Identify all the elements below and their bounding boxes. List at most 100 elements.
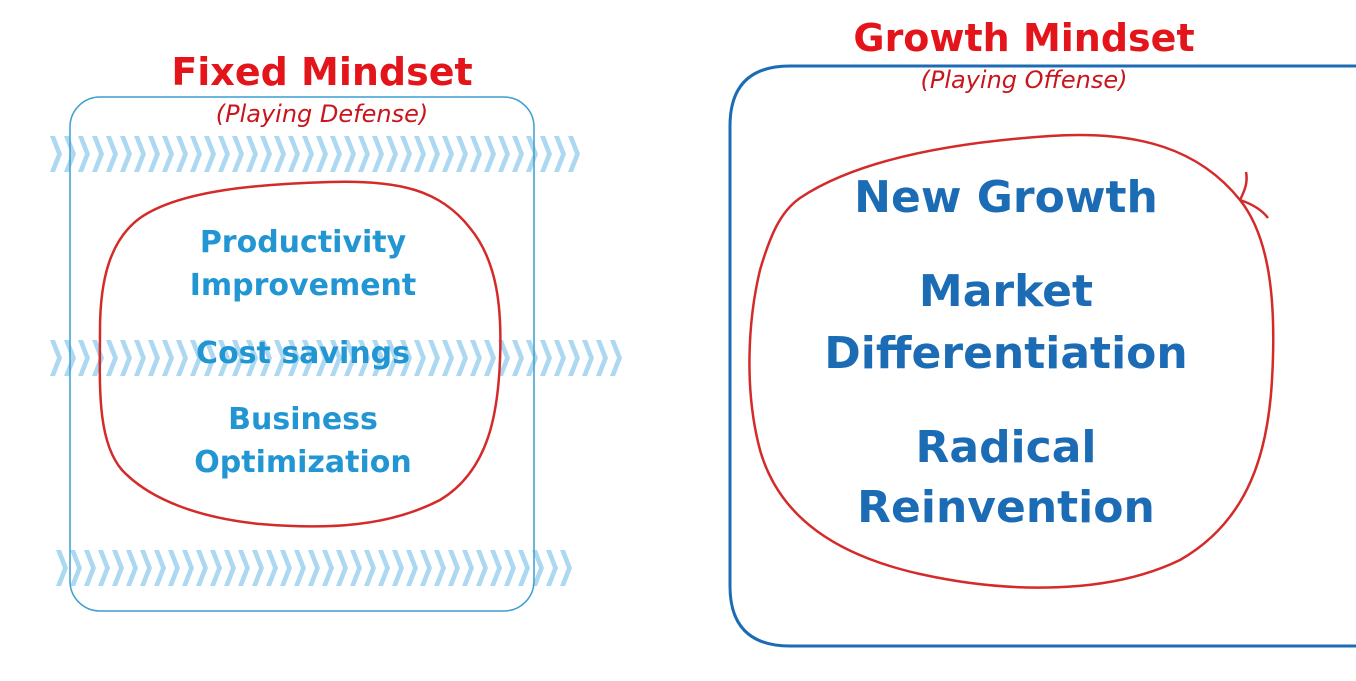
chevron-icon [176,136,188,172]
chevron-icon [224,550,236,586]
fixed-mindset-circle [98,180,502,528]
chevron-icon [386,340,398,376]
item-new-growth: New Growth [854,172,1158,223]
chevron-icon [50,340,62,376]
chevron-arrows-middle [50,340,622,376]
chevron-arrows-top [50,136,580,172]
chevron-icon [456,136,468,172]
chevron-icon [330,136,342,172]
chevron-icon [336,550,348,586]
chevron-icon [274,340,286,376]
chevron-icon [350,550,362,586]
growth-mindset-circle [748,133,1275,589]
chevron-icon [56,550,68,586]
chevron-icon [596,340,608,376]
chevron-icon [364,550,376,586]
item-market: Market [918,266,1094,317]
chevron-icon [316,340,328,376]
chevron-icon [582,340,594,376]
chevron-icon [448,550,460,586]
chevron-icon [498,136,510,172]
item-optimization: Optimization [194,445,412,480]
chevron-icon [210,550,222,586]
chevron-icon [50,136,62,172]
chevron-icon [456,340,468,376]
chevron-icon [532,550,544,586]
chevron-icon [476,550,488,586]
fixed-mindset-subtitle: (Playing Defense) [215,100,429,128]
chevron-icon [232,136,244,172]
chevron-icon [568,136,580,172]
chevron-icon [512,136,524,172]
chevron-icon [232,340,244,376]
chevron-icon [358,136,370,172]
chevron-icon [490,550,502,586]
chevron-icon [560,550,572,586]
chevron-icon [316,136,328,172]
chevron-icon [554,340,566,376]
chevron-icon [484,340,496,376]
chevron-icon [148,340,160,376]
chevron-icon [288,340,300,376]
item-cost-savings: Cost savings [196,336,410,371]
chevron-icon [518,550,530,586]
chevron-icon [280,550,292,586]
item-business: Business [228,402,378,437]
chevron-icon [378,550,390,586]
chevron-icon [246,340,258,376]
chevron-icon [92,340,104,376]
chevron-icon [238,550,250,586]
chevron-icon [218,340,230,376]
fixed-mindset-title: Fixed Mindset [171,50,473,94]
chevron-icon [372,340,384,376]
chevron-icon [610,340,622,376]
chevron-icon [288,136,300,172]
chevron-icon [344,340,356,376]
chevron-icon [406,550,418,586]
chevron-icon [162,136,174,172]
chevron-icon [120,136,132,172]
item-improvement: Improvement [189,268,417,303]
chevron-icon [504,550,516,586]
chevron-icon [154,550,166,586]
chevron-icon [526,340,538,376]
chevron-icon [260,340,272,376]
chevron-icon [400,340,412,376]
growth-mindset-subtitle: (Playing Offense) [920,66,1128,94]
chevron-icon [400,136,412,172]
chevron-icon [302,136,314,172]
chevron-icon [568,340,580,376]
chevron-icon [392,550,404,586]
chevron-icon [112,550,124,586]
chevron-icon [246,136,258,172]
chevron-icon [428,340,440,376]
chevron-icon [462,550,474,586]
chevron-icon [358,340,370,376]
chevron-icon [98,550,110,586]
chevron-icon [420,550,432,586]
chevron-icon [126,550,138,586]
chevron-icon [70,550,82,586]
chevron-icon [442,136,454,172]
chevron-icon [84,550,96,586]
chevron-icon [204,340,216,376]
chevron-icon [196,550,208,586]
chevron-icon [78,340,90,376]
chevron-icon [106,340,118,376]
chevron-icon [540,340,552,376]
chevron-icon [414,340,426,376]
growth-mindset-box [728,64,1356,648]
fixed-mindset-box [69,96,535,612]
chevron-icon [540,136,552,172]
chevron-icon [498,340,510,376]
chevron-icon [470,340,482,376]
chevron-icon [302,340,314,376]
chevron-icon [252,550,264,586]
chevron-icon [190,340,202,376]
item-differentiation: Differentiation [824,328,1188,379]
chevron-icon [386,136,398,172]
chevron-arrows-bottom [56,550,572,586]
chevron-icon [546,550,558,586]
chevron-icon [134,340,146,376]
